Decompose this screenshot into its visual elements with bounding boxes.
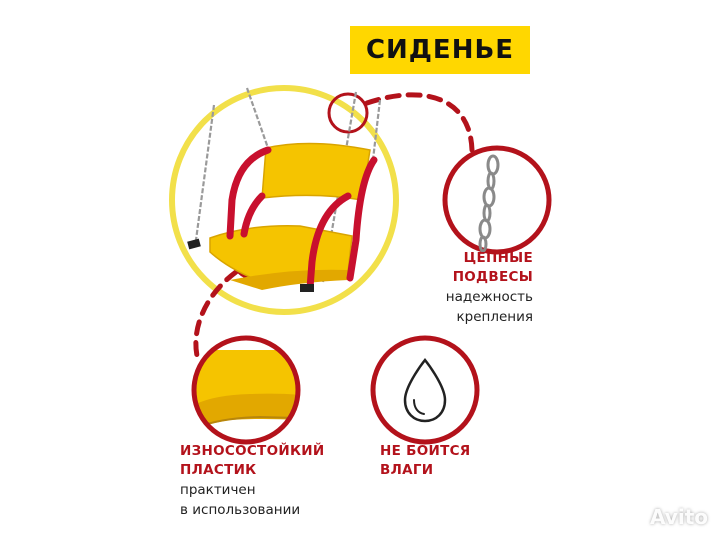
swing-seat-image	[187, 87, 382, 292]
chain-text-line2: крепления	[456, 309, 533, 325]
watermark-text: Avito	[650, 505, 708, 529]
seat-highlight-ring	[169, 85, 399, 315]
plastic-heading-line2: ПЛАСТИК	[180, 462, 257, 478]
chain-feature-caption: ЦЕПНЫЕ ПОДВЕСЫ надежность крепления	[446, 249, 533, 327]
page-title: СИДЕНЬЕ	[365, 35, 515, 65]
title-badge: СИДЕНЬЕ	[350, 26, 530, 74]
avito-watermark: Avito	[620, 505, 708, 529]
plastic-feature-caption: ИЗНОСОСТОЙКИЙ ПЛАСТИК практичен в исполь…	[180, 442, 324, 520]
avito-logo-icon	[621, 509, 649, 527]
chain-connector-line	[364, 92, 475, 153]
chain-marker-ring	[327, 92, 369, 134]
plastic-edge-icon	[191, 335, 301, 445]
moisture-feature-caption: НЕ БОИТСЯ ВЛАГИ	[380, 442, 471, 480]
chain-text-line1: надежность	[445, 289, 533, 305]
chain-heading-line1: ЦЕПНЫЕ	[463, 250, 533, 266]
chain-heading-line2: ПОДВЕСЫ	[452, 269, 533, 285]
water-drop-icon	[370, 335, 480, 445]
plastic-connector-line	[193, 269, 239, 363]
plastic-text-line2: в использовании	[180, 502, 301, 518]
plastic-heading-line1: ИЗНОСОСТОЙКИЙ	[180, 443, 325, 459]
moisture-heading-line1: НЕ БОИТСЯ	[380, 443, 471, 459]
moisture-heading-line2: ВЛАГИ	[380, 462, 434, 478]
chain-icon	[442, 145, 552, 255]
plastic-text-line1: практичен	[180, 482, 256, 498]
